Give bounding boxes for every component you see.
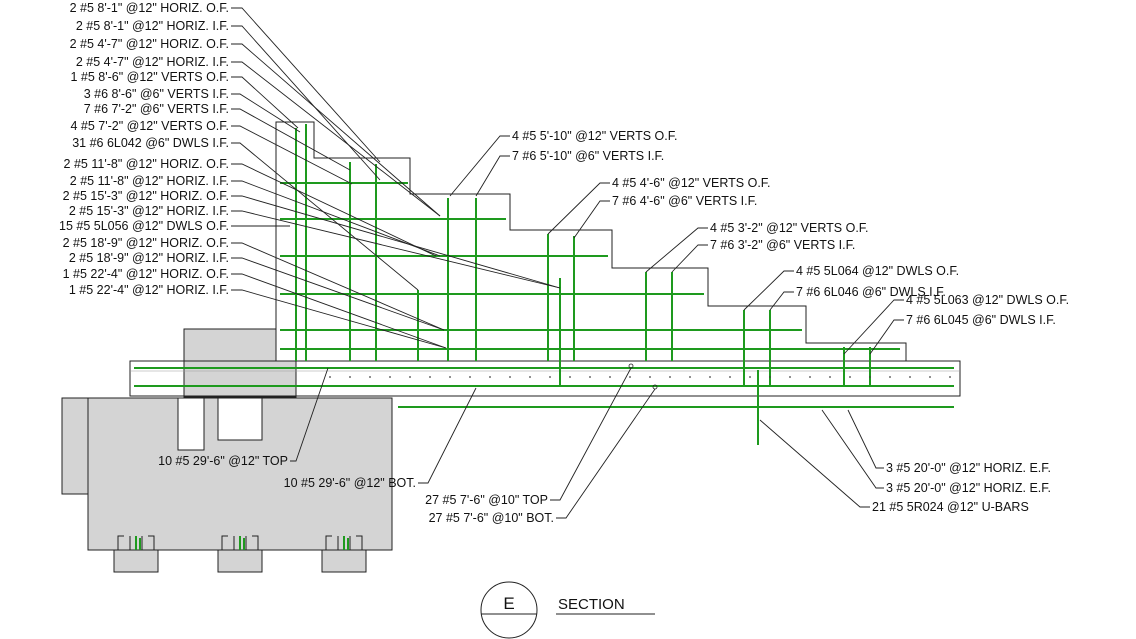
- slab-dot: [909, 376, 911, 378]
- existing-notch-1: [177, 397, 205, 451]
- slab-dot: [489, 376, 491, 378]
- callout-label: 4 #5 7'-2" @12" VERTS O.F.: [70, 119, 229, 133]
- slab-dot: [789, 376, 791, 378]
- callout-label: 27 #5 7'-6" @10" BOT.: [429, 511, 554, 525]
- callout-label: 2 #5 8'-1" @12" HORIZ. O.F.: [70, 1, 229, 15]
- slab-dot: [449, 376, 451, 378]
- callout-label: 3 #5 20'-0" @12" HORIZ. E.F.: [886, 461, 1051, 475]
- existing-column-overlay: [183, 360, 297, 397]
- callout-label: 2 #5 11'-8" @12" HORIZ. I.F.: [70, 174, 229, 188]
- callout-label: 2 #5 4'-7" @12" HORIZ. O.F.: [70, 37, 229, 51]
- callout-label: 7 #6 4'-6" @6" VERTS I.F.: [612, 194, 757, 208]
- callout-label: 10 #5 29'-6" @12" BOT.: [284, 476, 416, 490]
- slab-dot: [769, 376, 771, 378]
- slab-dot: [929, 376, 931, 378]
- slab-dot: [409, 376, 411, 378]
- callout-label: 4 #5 5L063 @12" DWLS O.F.: [906, 293, 1069, 307]
- slab-dot: [529, 376, 531, 378]
- slab-dot: [369, 376, 371, 378]
- pile-3: [321, 549, 367, 573]
- callout-label: 7 #6 7'-2" @6" VERTS I.F.: [84, 102, 229, 116]
- labels-right: 3 #5 20'-0" @12" HORIZ. E.F. 3 #5 20'-0" …: [872, 461, 1051, 514]
- callout-label: 21 #5 5R024 @12" U-BARS: [872, 500, 1029, 514]
- slab-dot: [509, 376, 511, 378]
- slab-dot: [389, 376, 391, 378]
- labels-left: 2 #5 8'-1" @12" HORIZ. O.F. 2 #5 8'-1" @1…: [59, 1, 229, 297]
- callout-label: 7 #6 6L046 @6" DWLS I.F.: [796, 285, 946, 299]
- slab-dot: [949, 376, 951, 378]
- slab-dot: [629, 376, 631, 378]
- slab-dot: [469, 376, 471, 378]
- callout-label: 2 #5 15'-3" @12" HORIZ. O.F.: [63, 189, 229, 203]
- pile-dowels: [135, 536, 349, 550]
- slab-dot: [609, 376, 611, 378]
- callout-label: 1 #5 22'-4" @12" HORIZ. O.F.: [63, 267, 229, 281]
- callout-label: 2 #5 11'-8" @12" HORIZ. O.F.: [64, 157, 229, 171]
- callout-label: 2 #5 18'-9" @12" HORIZ. O.F.: [63, 236, 229, 250]
- callout-label: 2 #5 18'-9" @12" HORIZ. I.F.: [69, 251, 229, 265]
- slab-dot: [329, 376, 331, 378]
- callout-label: 10 #5 29'-6" @12" TOP: [158, 454, 288, 468]
- section-bubble: [480, 581, 538, 639]
- slab-dot: [709, 376, 711, 378]
- callout-label: 7 #6 6L045 @6" DWLS I.F.: [906, 313, 1056, 327]
- section-title: E SECTION: [480, 581, 655, 639]
- callout-label: 2 #5 4'-7" @12" HORIZ. I.F.: [76, 55, 229, 69]
- slab-dot: [829, 376, 831, 378]
- callout-label: 4 #5 5'-10" @12" VERTS O.F.: [512, 129, 677, 143]
- pile-2: [217, 549, 263, 573]
- slab-dot-row: [329, 376, 951, 378]
- callout-label: 7 #6 3'-2" @6" VERTS I.F.: [710, 238, 855, 252]
- callout-label: 7 #6 5'-10" @6" VERTS I.F.: [512, 149, 664, 163]
- slab-dot: [749, 376, 751, 378]
- pile-1: [113, 549, 159, 573]
- slab-dot: [889, 376, 891, 378]
- rebar: [134, 124, 954, 445]
- slab-dot: [549, 376, 551, 378]
- section-title-text: SECTION: [558, 596, 625, 613]
- callout-label: 2 #5 8'-1" @12" HORIZ. I.F.: [76, 19, 229, 33]
- pile-caps: [117, 535, 363, 550]
- callout-label: 1 #5 22'-4" @12" HORIZ. I.F.: [69, 283, 229, 297]
- callout-label: 1 #5 8'-6" @12" VERTS O.F.: [70, 70, 229, 84]
- slab-dot: [729, 376, 731, 378]
- slab-dot: [649, 376, 651, 378]
- section-letter: E: [503, 594, 514, 613]
- callout-label: 27 #5 7'-6" @10" TOP: [425, 493, 548, 507]
- slab-dot: [569, 376, 571, 378]
- callout-label: 31 #6 6L042 @6" DWLS I.F.: [72, 136, 229, 150]
- labels-bottom: 10 #5 29'-6" @12" TOP 10 #5 29'-6" @12" B…: [158, 454, 554, 525]
- callout-label: 2 #5 15'-3" @12" HORIZ. I.F.: [69, 204, 229, 218]
- slab-dot: [429, 376, 431, 378]
- labels-step: 4 #5 5'-10" @12" VERTS O.F. 7 #6 5'-10" @…: [512, 129, 1069, 327]
- existing-wall-left: [61, 397, 89, 495]
- existing-structure: [61, 328, 393, 573]
- slab-dot: [669, 376, 671, 378]
- slab-dot: [869, 376, 871, 378]
- slab-dot: [809, 376, 811, 378]
- slab-dot: [689, 376, 691, 378]
- stepped-wall-outline: [275, 121, 907, 361]
- callout-label: 4 #5 5L064 @12" DWLS O.F.: [796, 264, 959, 278]
- callout-label: 3 #5 20'-0" @12" HORIZ. E.F.: [886, 481, 1051, 495]
- slab-dot: [349, 376, 351, 378]
- existing-notch-2: [217, 397, 263, 441]
- callout-label: 4 #5 3'-2" @12" VERTS O.F.: [710, 221, 869, 235]
- slab-dot: [589, 376, 591, 378]
- leader-lines: [231, 7, 904, 519]
- callout-label: 3 #6 8'-6" @6" VERTS I.F.: [84, 87, 229, 101]
- slab-dot: [849, 376, 851, 378]
- callout-label: 15 #5 5L056 @12" DWLS O.F.: [59, 219, 229, 233]
- callout-label: 4 #5 4'-6" @12" VERTS O.F.: [612, 176, 771, 190]
